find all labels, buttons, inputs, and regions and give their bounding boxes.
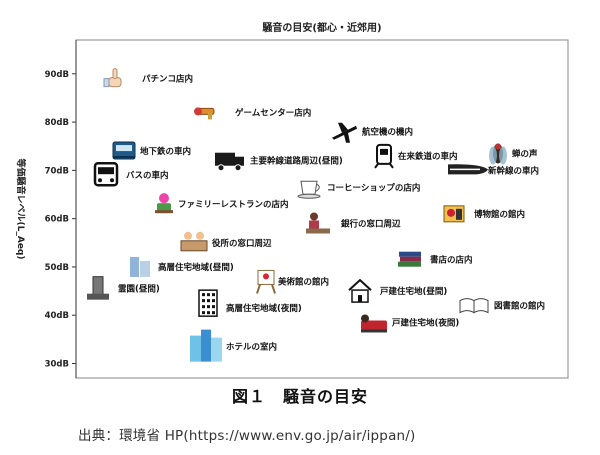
noise-item-label: 博物館の館内 (474, 209, 525, 220)
grave-icon (87, 276, 109, 300)
noise-item-label: 高層住宅地域(昼間) (158, 262, 234, 273)
easel-icon (256, 269, 276, 294)
y-axis-ticks: 30dB 40dB 50dB 60dB 70dB 80dB 90dB (45, 70, 76, 370)
noise-item-label: パチンコ店内 (142, 74, 193, 85)
y-axis-label: 等価騒音レベル(L_Aeq) (15, 158, 27, 260)
y-tick-label: 90dB (45, 70, 69, 80)
noise-item-label: 戸建住宅地(夜間) (392, 317, 459, 328)
cicada-icon (489, 143, 507, 165)
bus-icon (93, 161, 119, 187)
noise-item-label: 役所の窓口周辺 (211, 238, 272, 249)
thumbs-up-icon (103, 68, 122, 88)
noise-item-label: ホテルの室内 (226, 342, 277, 353)
noise-item-label: 地下鉄の車内 (140, 146, 191, 157)
y-tick-label: 70dB (45, 166, 69, 176)
bank-teller-icon (306, 212, 330, 234)
chart-title: 騒音の目安(都心・近郊用) (261, 21, 381, 34)
apartment-day-icon (130, 256, 150, 277)
y-tick-label: 80dB (45, 118, 69, 128)
y-tick-label: 60dB (45, 215, 69, 225)
noise-item-label: 主要幹線道路周辺(昼間) (250, 156, 343, 167)
noise-item-label: ゲームセンター店内 (235, 107, 311, 118)
noise-item-label: 戸建住宅地(昼間) (380, 286, 447, 297)
hotel-icon (190, 329, 222, 362)
subway-train-icon (112, 141, 136, 160)
figure-caption: 図１ 騒音の目安 (231, 387, 368, 406)
train-icon (374, 143, 394, 169)
noise-item-label: 霊園(昼間) (118, 284, 160, 295)
noise-item-label: 図書館の館内 (494, 301, 545, 312)
noise-item-label: コーヒーショップの店内 (327, 182, 420, 193)
open-book-icon (459, 298, 489, 314)
noise-item-label: 新幹線の車内 (488, 165, 539, 176)
noise-item-label: 蝉の声 (512, 148, 538, 159)
airplane-icon (332, 122, 357, 143)
museum-icon (443, 205, 465, 223)
noise-item-label: 在来鉄道の車内 (398, 151, 458, 162)
books-icon (398, 251, 421, 267)
truck-icon (215, 152, 244, 172)
apartment-night-icon (198, 289, 218, 317)
toy-gun-icon (194, 107, 215, 120)
house-icon (348, 278, 372, 303)
noise-item-label: 美術館の館内 (278, 276, 329, 287)
noise-item-label: 書店の店内 (430, 255, 473, 266)
office-counter-icon (180, 231, 208, 252)
source-citation: 出典：環境省 HP(https://www.env.go.jp/air/ippa… (78, 428, 416, 444)
noise-item-label: バスの車内 (126, 170, 169, 181)
coffee-cup-icon (297, 180, 321, 199)
y-tick-label: 40dB (45, 311, 69, 321)
noise-item-label: 銀行の窓口周辺 (340, 218, 401, 229)
restaurant-icon (155, 193, 173, 214)
noise-item-label: ファミリーレストランの店内 (178, 199, 289, 210)
sleeping-person-icon (361, 314, 387, 333)
noise-item-label: 航空機の機内 (362, 127, 413, 138)
y-tick-label: 50dB (45, 263, 69, 273)
noise-item-label: 高層住宅地域(夜間) (226, 303, 302, 314)
bullet-train-icon (448, 164, 488, 175)
y-tick-label: 30dB (45, 360, 69, 370)
